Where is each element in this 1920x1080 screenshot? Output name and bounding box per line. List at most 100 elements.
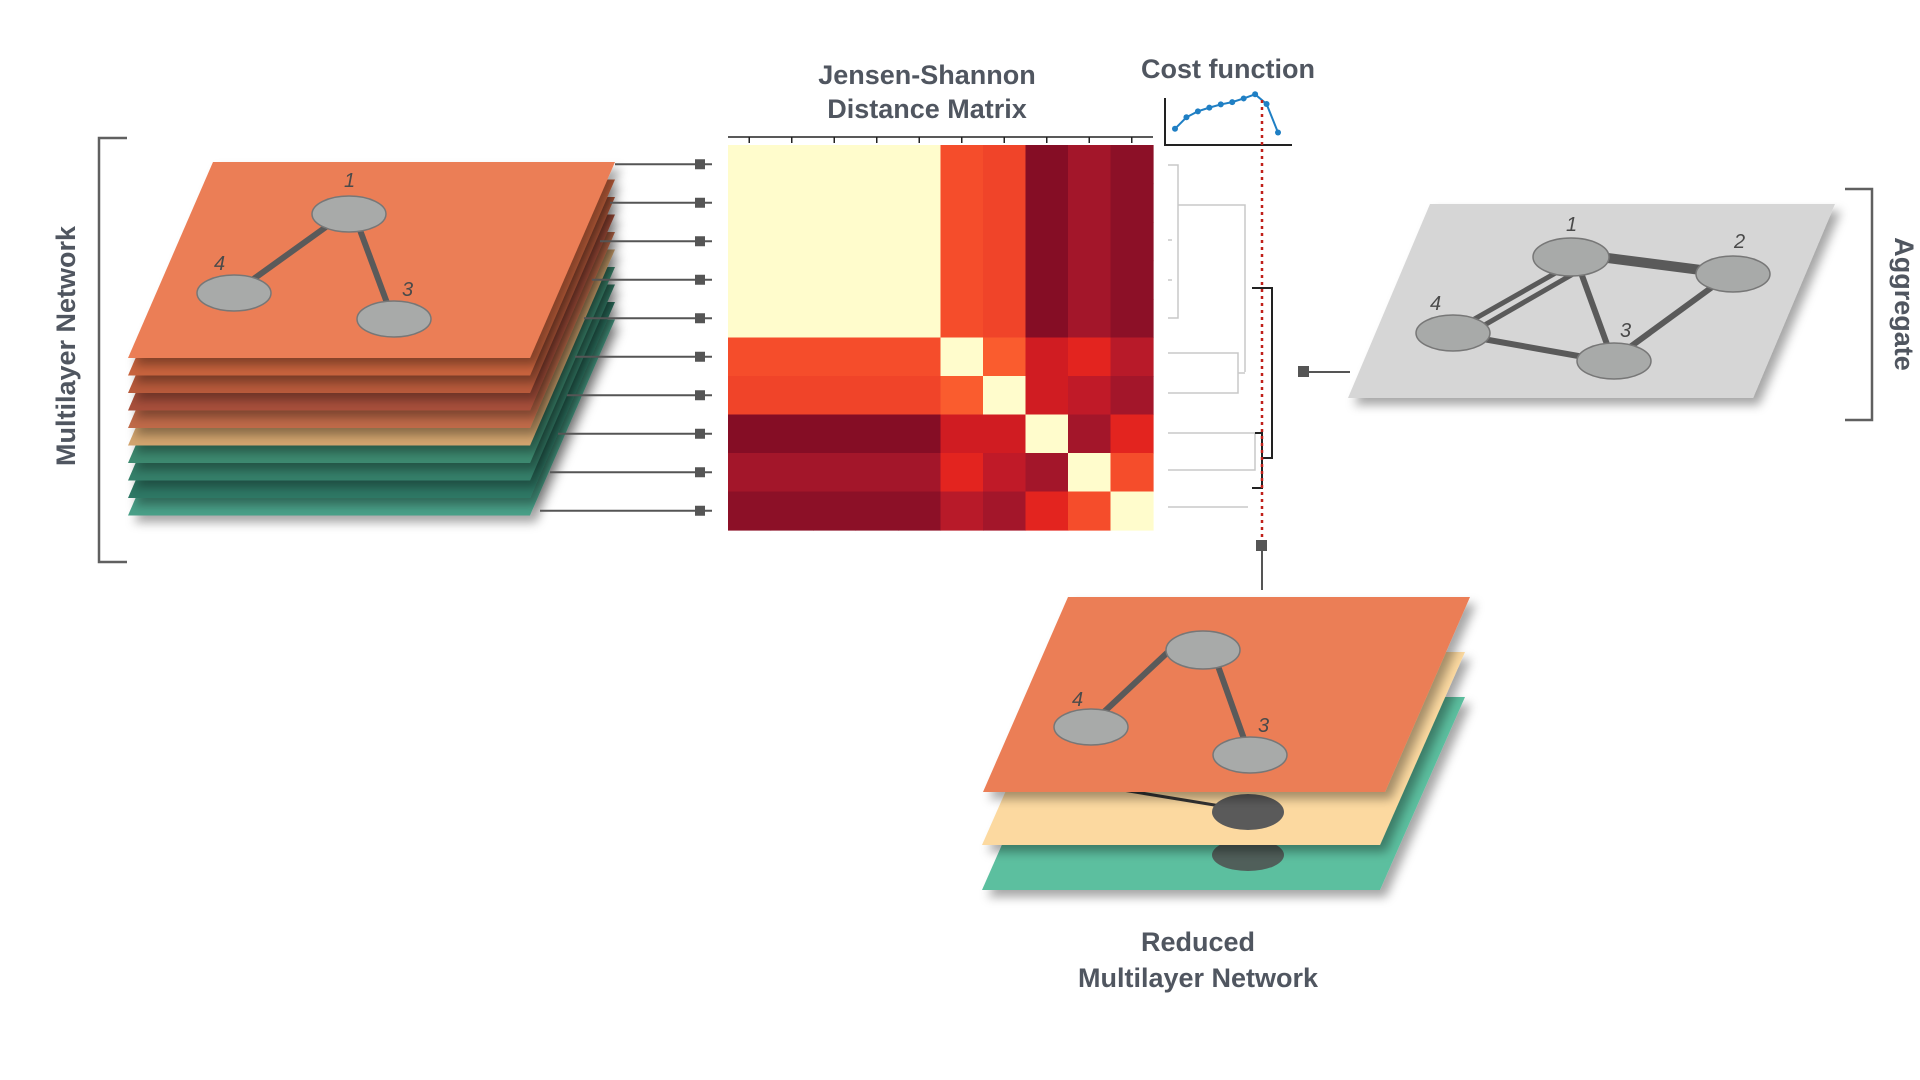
dendro-link-a <box>1168 164 1179 319</box>
matrix-cell <box>898 145 942 185</box>
matrix-cell <box>1110 491 1154 531</box>
dendro-sub-link <box>1252 432 1263 489</box>
matrix-cell <box>983 453 1027 493</box>
matrix-cell <box>940 183 984 223</box>
matrix-cell <box>1025 299 1069 339</box>
multilayer-bracket <box>97 136 127 564</box>
matrix-cell <box>728 222 772 262</box>
matrix-cell <box>855 145 899 185</box>
node-label-3: 3 <box>402 279 413 301</box>
matrix-cell <box>940 222 984 262</box>
aggregate-connector-node <box>1298 366 1309 377</box>
row-connector-node <box>695 467 705 478</box>
matrix-cell <box>1068 145 1112 185</box>
left-network: 1 4 3 <box>196 170 432 338</box>
cost-function-title: Cost function <box>1141 54 1315 84</box>
matrix-cell <box>728 337 772 377</box>
matrix-cell <box>770 145 814 185</box>
matrix-cell <box>1025 337 1069 377</box>
jsd-title-line1: Jensen-Shannon <box>818 60 1036 90</box>
matrix-cell <box>1110 183 1154 223</box>
multilayer-network-label: Multilayer Network <box>51 225 81 466</box>
matrix-cell <box>770 337 814 377</box>
matrix-cell <box>728 414 772 454</box>
matrix-cell <box>1110 453 1154 493</box>
matrix-cell <box>898 376 942 416</box>
matrix-cell <box>1068 222 1112 262</box>
agg-node-1 <box>1532 237 1610 277</box>
matrix-cell <box>983 376 1027 416</box>
cost-point <box>1275 129 1281 136</box>
matrix-cell <box>898 414 942 454</box>
matrix-cell <box>898 299 942 339</box>
matrix-cell <box>898 337 942 377</box>
matrix-cell <box>813 376 857 416</box>
matrix-cell <box>855 260 899 300</box>
matrix-cell <box>770 453 814 493</box>
dendrogram <box>1168 164 1273 508</box>
matrix-cell <box>855 376 899 416</box>
matrix-cell <box>940 299 984 339</box>
matrix-cell <box>898 183 942 223</box>
matrix-cell <box>728 491 772 531</box>
matrix-cell <box>1068 491 1112 531</box>
reduced-green-node <box>1212 839 1284 871</box>
agg-node-label-2: 2 <box>1733 231 1745 253</box>
aggregate-network: 1 2 4 3 <box>1415 214 1771 380</box>
matrix-cell <box>770 491 814 531</box>
matrix-cell <box>770 183 814 223</box>
agg-node-2 <box>1695 255 1771 293</box>
dendro-link-b <box>1178 204 1246 372</box>
cost-point <box>1172 125 1178 132</box>
matrix-cell <box>898 260 942 300</box>
reduced-node-label-3: 3 <box>1258 715 1269 737</box>
agg-node-label-1: 1 <box>1566 214 1577 236</box>
reduced-node-label-4: 4 <box>1072 689 1083 711</box>
matrix-cell <box>813 299 857 339</box>
cost-line <box>1174 93 1279 133</box>
matrix-cell <box>940 337 984 377</box>
dendro-link-e <box>1168 432 1256 471</box>
matrix-cell <box>1110 376 1154 416</box>
matrix-cell <box>813 414 857 454</box>
cost-point <box>1252 91 1259 98</box>
matrix-cell <box>770 222 814 262</box>
matrix-cell <box>1068 183 1112 223</box>
layer-connectors <box>540 159 712 516</box>
cost-point <box>1183 114 1190 121</box>
row-connector-node <box>695 236 705 247</box>
matrix-cell <box>1068 260 1112 300</box>
matrix-cell <box>983 145 1027 185</box>
matrix-cell <box>770 414 814 454</box>
agg-node-3 <box>1576 342 1652 380</box>
matrix-cell <box>813 183 857 223</box>
node-4 <box>196 274 272 312</box>
matrix-cell <box>855 453 899 493</box>
matrix-cell <box>770 260 814 300</box>
matrix-cell <box>728 260 772 300</box>
matrix-cell <box>728 376 772 416</box>
row-connector-node <box>695 390 705 401</box>
reduced-multilayer: 4 3 Reduced Multilayer Network <box>982 597 1470 993</box>
matrix-cell <box>940 145 984 185</box>
cost-point <box>1263 100 1270 107</box>
matrix-cell <box>983 260 1027 300</box>
matrix-cell <box>898 491 942 531</box>
reduced-title-line2: Multilayer Network <box>1078 963 1319 993</box>
matrix-cell <box>728 453 772 493</box>
matrix-cell <box>1025 222 1069 262</box>
aggregate-bracket <box>1845 187 1874 422</box>
matrix-cell <box>813 260 857 300</box>
matrix-cell <box>1068 414 1112 454</box>
matrix-cell <box>1025 145 1069 185</box>
reduced-edge-1-3 <box>1210 650 1251 752</box>
multilayer-stack: 1 4 3 Multilayer Network <box>51 136 615 564</box>
matrix-cell <box>983 299 1027 339</box>
matrix-cell <box>1110 299 1154 339</box>
matrix-cell <box>983 183 1027 223</box>
cost-function: Cost function <box>1141 54 1315 146</box>
row-connector-node <box>695 159 705 170</box>
cost-point <box>1217 101 1224 108</box>
matrix-cell <box>983 414 1027 454</box>
row-connector-node <box>695 505 705 516</box>
